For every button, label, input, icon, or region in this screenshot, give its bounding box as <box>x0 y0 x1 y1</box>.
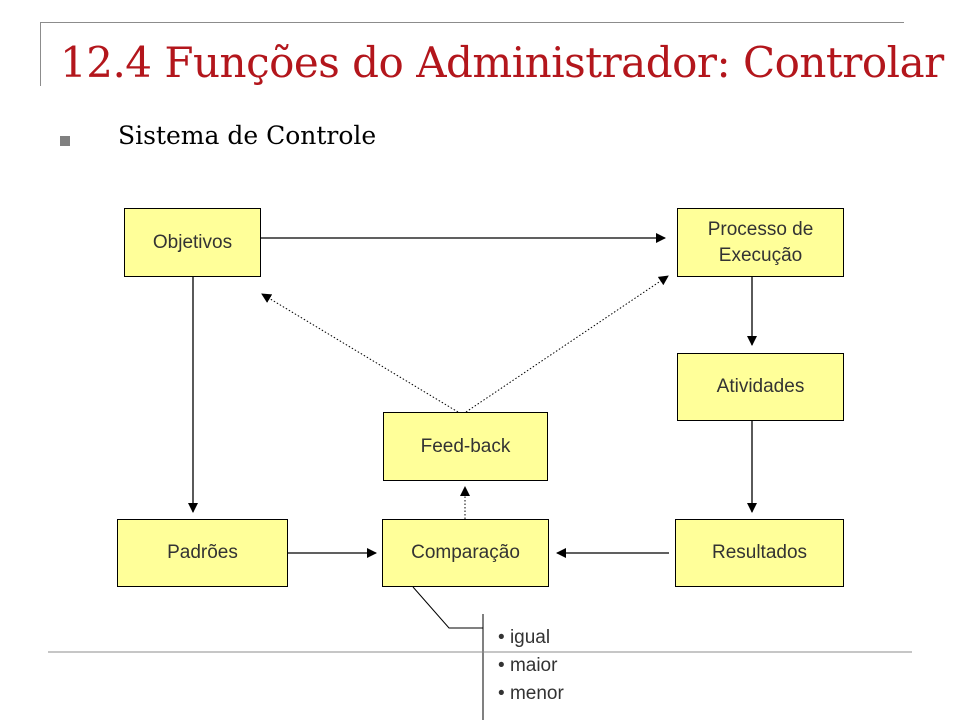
bullet-square-icon <box>60 136 70 146</box>
outcome-item: maior <box>498 652 564 680</box>
node-comparacao: Comparação <box>382 519 549 587</box>
slide-title: 12.4 Funções do Administrador: Controlar <box>60 38 944 87</box>
slide-subtitle: Sistema de Controle <box>118 121 377 150</box>
edge-feedback-processo <box>465 275 669 413</box>
node-feedback: Feed-back <box>383 412 548 481</box>
edge-feedback-objetivos <box>261 293 459 413</box>
outcomes-list: igual maior menor <box>498 624 564 708</box>
frame-top-line <box>40 22 904 23</box>
node-objetivos: Objetivos <box>124 208 261 277</box>
node-resultados: Resultados <box>675 519 844 587</box>
outcome-item: menor <box>498 680 564 708</box>
node-atividades: Atividades <box>677 353 844 421</box>
outcome-item: igual <box>498 624 564 652</box>
outcomes-callout-line <box>412 586 483 629</box>
node-padroes: Padrões <box>117 519 288 587</box>
node-processo-execucao: Processo de Execução <box>677 208 844 277</box>
frame-left-line <box>40 22 41 86</box>
